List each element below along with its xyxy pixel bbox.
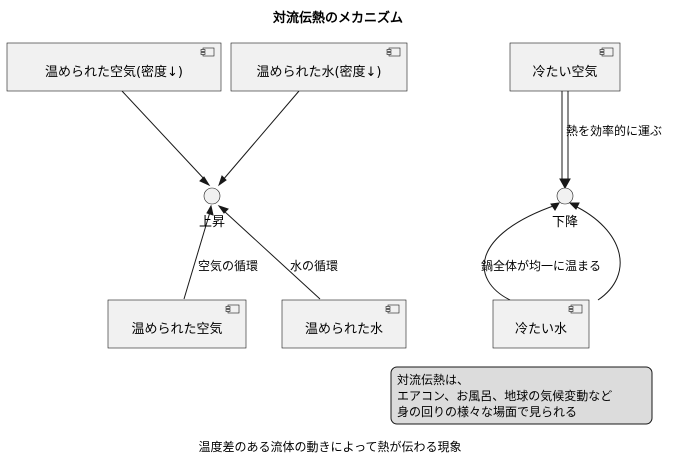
edge-cold-water-to-fall <box>483 202 621 301</box>
component-cold-air: 冷たい空気 <box>509 42 621 92</box>
component-label: 温められた水 <box>305 322 383 337</box>
component-label: 温められた水(密度↓) <box>256 64 381 80</box>
edge-warm-air-to-rise <box>183 204 214 300</box>
interface-rise: 上昇 <box>199 187 225 230</box>
interface-label: 下降 <box>552 215 578 230</box>
edge-label-uniform-heating: 鍋全体が均一に温まる <box>481 258 601 273</box>
note: 対流伝熱は、 エアコン、お風呂、地球の気候変動など 身の回りの様々な場面で見られ… <box>390 366 653 425</box>
note-line: エアコン、お風呂、地球の気候変動など <box>397 388 612 403</box>
component-label: 冷たい空気 <box>532 64 597 80</box>
edge-label-water-cycle: 水の循環 <box>290 259 338 273</box>
edge-label-air-cycle: 空気の循環 <box>198 258 258 273</box>
diagram-title: 対流伝熱のメカニズム <box>272 10 403 26</box>
component-label: 冷たい水 <box>515 322 567 337</box>
edge-warm-air-density-to-rise <box>121 90 211 187</box>
diagram-caption: 温度差のある流体の動きによって熱が伝わる現象 <box>198 439 461 454</box>
edge-cold-air-to-fall <box>559 91 571 190</box>
note-line: 対流伝熱は、 <box>397 373 469 387</box>
interface-fall: 下降 <box>552 187 578 230</box>
component-warm-water: 温められた水 <box>281 299 407 349</box>
component-label: 温められた空気 <box>131 321 222 337</box>
edge-warm-water-to-rise <box>217 205 321 300</box>
edge-label-efficient-transport: 熱を効率的に運ぶ <box>566 123 662 138</box>
component-label: 温められた空気(密度↓) <box>45 64 183 80</box>
component-cold-water: 冷たい水 <box>492 299 590 349</box>
note-line: 身の回りの様々な場面で見られる <box>397 404 577 419</box>
edge-warm-water-density-to-rise <box>218 90 300 187</box>
component-warm-air-density: 温められた空気(密度↓) <box>6 42 222 92</box>
component-warm-water-density: 温められた水(密度↓) <box>230 42 408 92</box>
component-warm-air: 温められた空気 <box>107 299 247 349</box>
interface-label: 上昇 <box>199 215 225 230</box>
